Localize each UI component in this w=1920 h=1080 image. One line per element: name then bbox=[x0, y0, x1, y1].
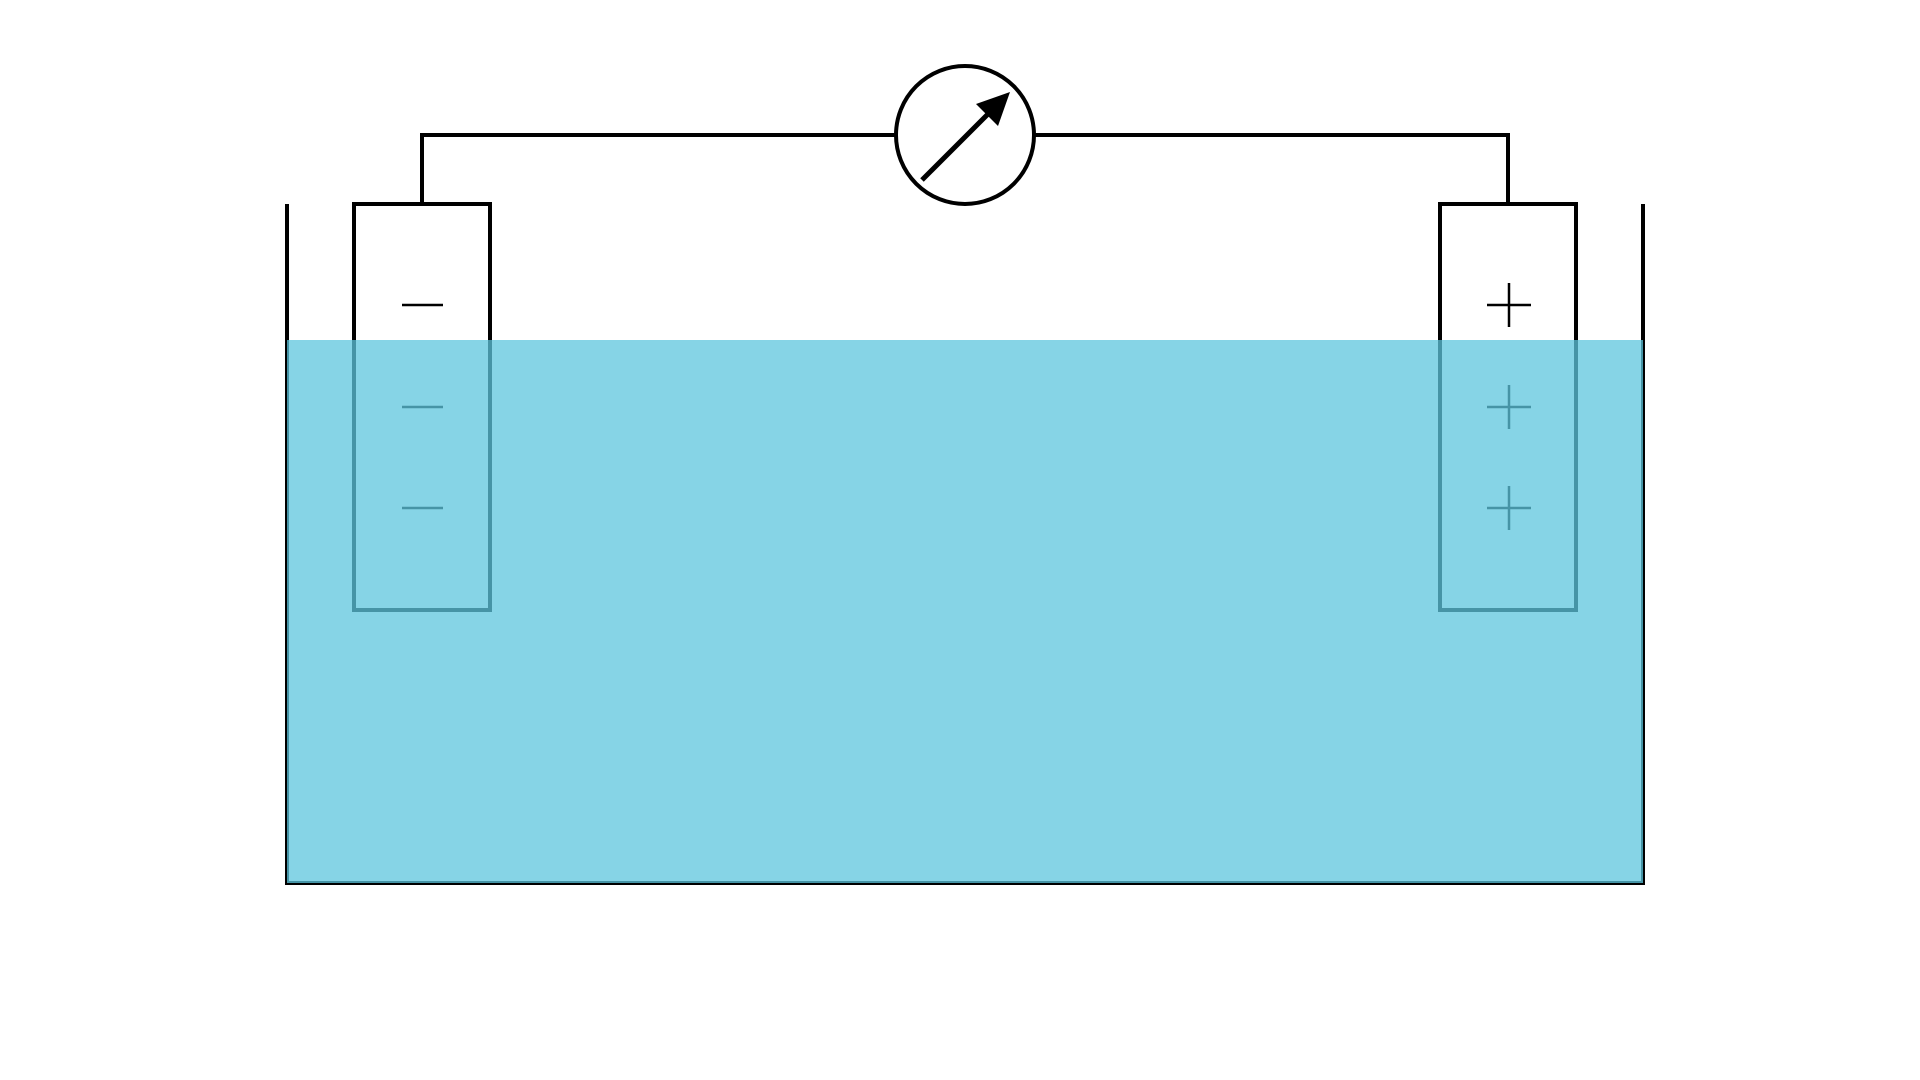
meter-needle-icon bbox=[920, 92, 1010, 182]
meter bbox=[894, 64, 1036, 206]
right-wire bbox=[1034, 133, 1510, 204]
electrolyte-solution bbox=[287, 340, 1643, 883]
meter-dial bbox=[894, 64, 1036, 206]
plus-sign bbox=[1487, 283, 1531, 327]
left-wire bbox=[420, 133, 896, 204]
